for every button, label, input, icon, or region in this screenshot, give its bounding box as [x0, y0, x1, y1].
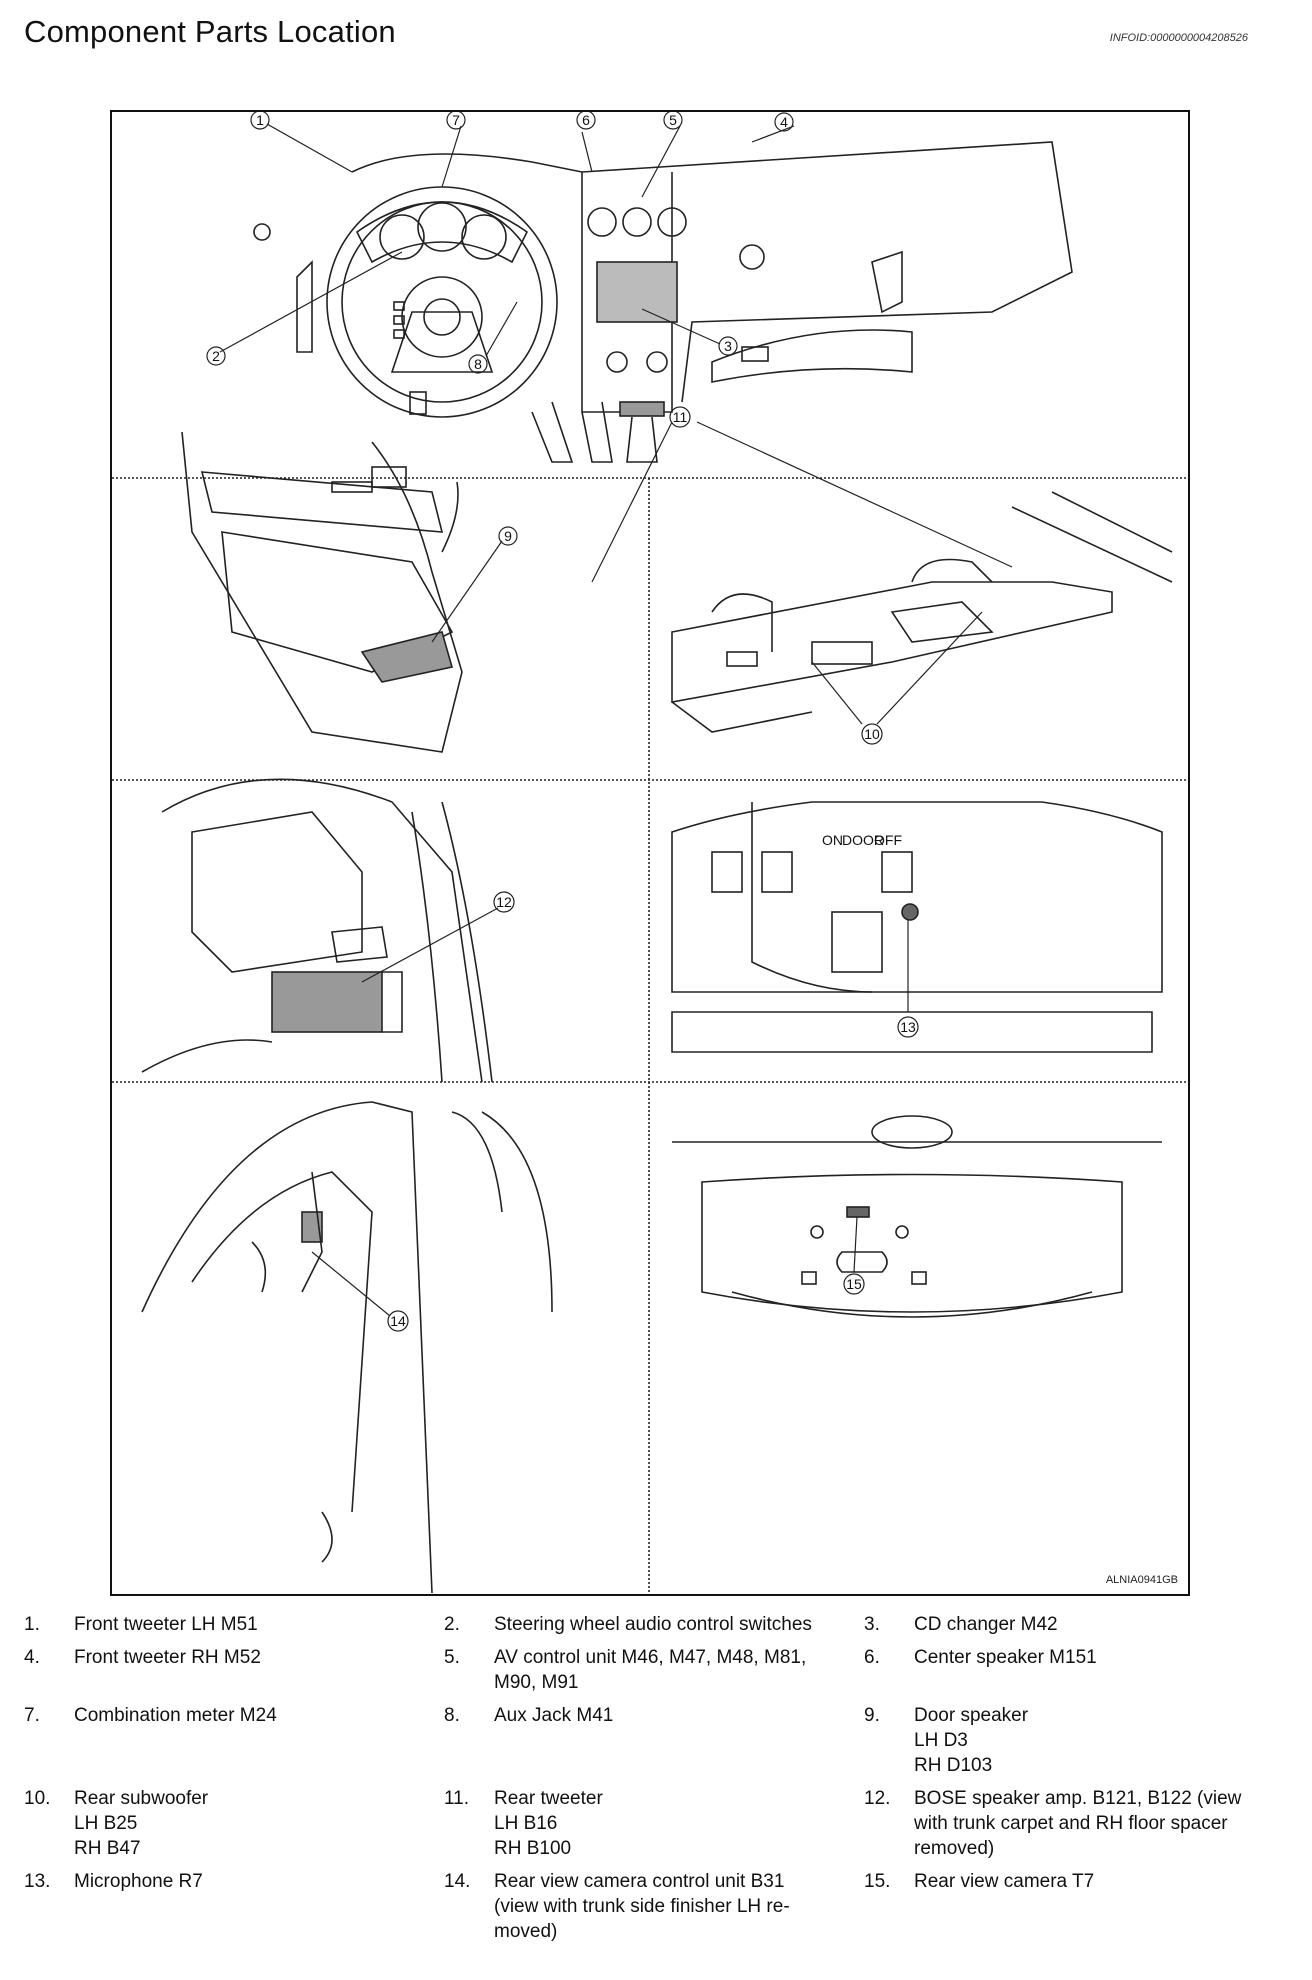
callout-lines-panel-3 [591, 421, 1013, 725]
svg-text:9: 9 [504, 528, 512, 544]
legend-row: 13.Microphone R7 14.Rear view camera con… [24, 1869, 1294, 1944]
legend-item: 12.BOSE speaker amp. B121, B122 (view wi… [864, 1788, 1242, 1859]
callout-13: 13 [897, 1016, 919, 1038]
legend-item: 6.Center speaker M151 [864, 1647, 1097, 1668]
callout-15: 15 [843, 1273, 865, 1295]
svg-text:12: 12 [496, 894, 512, 910]
trunk-lid-illustration [672, 1115, 1162, 1318]
legend-item: 5.AV control unit M46, M47, M48, M81, M9… [444, 1647, 807, 1693]
legend-item: 7.Combination meter M24 [24, 1705, 277, 1726]
legend-item: 2.Steering wheel audio control switches [444, 1614, 812, 1635]
legend-row: 1.Front tweeter LH M51 2.Steering wheel … [24, 1612, 1294, 1637]
svg-text:5: 5 [669, 112, 677, 128]
callout-9: 9 [498, 526, 518, 546]
legend-item: 4.Front tweeter RH M52 [24, 1647, 261, 1668]
svg-text:1: 1 [256, 112, 264, 128]
legend-item: 13.Microphone R7 [24, 1871, 203, 1892]
info-id: INFOID:0000000004208526 [1109, 32, 1248, 44]
switch-label-on: ON [822, 832, 843, 848]
legend-row: 7.Combination meter M24 8.Aux Jack M41 9… [24, 1703, 1294, 1778]
legend-row: 4.Front tweeter RH M52 5.AV control unit… [24, 1645, 1294, 1695]
switch-label-off: OFF [874, 832, 902, 848]
callout-7: 7 [446, 112, 466, 130]
figure-drawing: ON DOOR OFF [112, 112, 1187, 1593]
callout-5: 5 [663, 112, 683, 130]
callout-line-15 [853, 1216, 858, 1273]
callout-line-12 [361, 907, 499, 983]
overhead-console-illustration: ON DOOR OFF [671, 801, 1163, 1053]
component-location-figure: ON DOOR OFF [110, 110, 1190, 1596]
legend-item: 11.Rear tweeter LH B16 RH B100 [444, 1788, 603, 1859]
svg-text:14: 14 [390, 1313, 406, 1329]
callout-8: 8 [468, 354, 488, 374]
svg-text:3: 3 [724, 338, 732, 354]
rear-shelf-illustration [671, 491, 1173, 733]
svg-text:2: 2 [212, 348, 220, 364]
door-illustration [181, 431, 463, 753]
legend-item: 3.CD changer M42 [864, 1614, 1058, 1635]
figure-code: ALNIA0941GB [1105, 1574, 1178, 1586]
callout-1: 1 [250, 112, 270, 130]
callout-6: 6 [576, 112, 596, 130]
callout-4: 4 [774, 112, 794, 132]
legend-item: 9.Door speaker LH D3 RH D103 [864, 1705, 1029, 1776]
legend-item: 14.Rear view camera control unit B31 (vi… [444, 1871, 790, 1942]
callout-3: 3 [718, 336, 738, 356]
svg-text:13: 13 [900, 1019, 916, 1035]
callout-line-9 [431, 540, 503, 643]
svg-text:6: 6 [582, 112, 590, 128]
trunk-side-illustration [141, 1101, 553, 1593]
dashboard-illustration [253, 141, 1073, 463]
callout-2: 2 [206, 346, 226, 366]
amp-illustration [141, 778, 493, 1083]
svg-text:15: 15 [846, 1276, 862, 1292]
svg-text:4: 4 [780, 114, 788, 130]
switch-label-door: DOOR [842, 832, 884, 848]
callout-14: 14 [387, 1310, 409, 1332]
legend-item: 15.Rear view camera T7 [864, 1871, 1095, 1892]
legend-item: 10.Rear subwoofer LH B25 RH B47 [24, 1788, 209, 1859]
callout-line-14 [311, 1251, 391, 1317]
callouts: 1 2 3 4 5 6 7 8 9 10 11 12 13 14 15 [206, 112, 919, 1332]
svg-text:10: 10 [864, 726, 880, 742]
legend-item: 8.Aux Jack M41 [444, 1705, 614, 1726]
legend-item: 1.Front tweeter LH M51 [24, 1614, 258, 1635]
svg-text:11: 11 [673, 409, 688, 425]
callout-12: 12 [493, 891, 515, 913]
page-title: Component Parts Location [24, 14, 396, 49]
svg-text:8: 8 [474, 356, 482, 372]
legend-row: 10.Rear subwoofer LH B25 RH B47 11.Rear … [24, 1786, 1294, 1861]
callout-11: 11 [669, 406, 691, 428]
legend: 1.Front tweeter LH M51 2.Steering wheel … [24, 1612, 1294, 1952]
callout-lines-panel-1 [219, 123, 795, 357]
svg-text:7: 7 [452, 112, 460, 128]
callout-10: 10 [861, 723, 883, 745]
